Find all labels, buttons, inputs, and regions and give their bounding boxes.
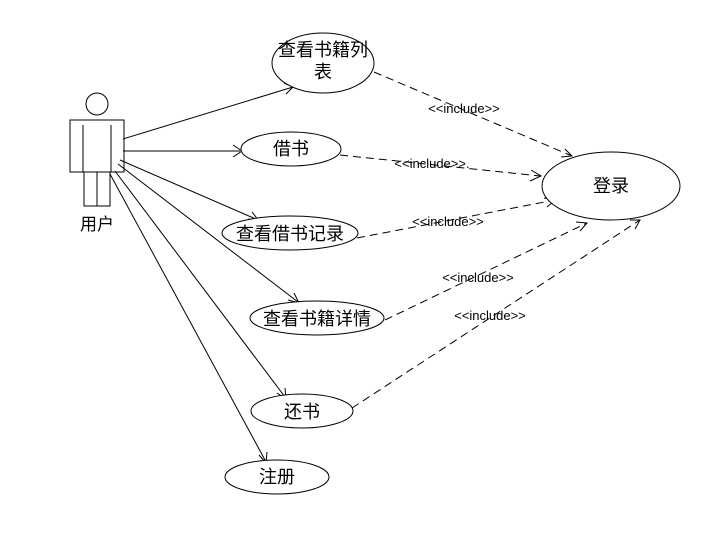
use-case-label: 还书 — [284, 402, 320, 423]
actor-user: 用户 — [69, 92, 125, 235]
include-line-5 — [351, 219, 641, 409]
use-case-return-book[interactable]: 还书 — [250, 393, 354, 429]
use-case-login[interactable]: 登录 — [541, 151, 681, 221]
use-case-view-borrow-records[interactable]: 查看借书记录 — [221, 215, 359, 251]
include-lines — [339, 71, 641, 409]
use-case-register[interactable]: 注册 — [224, 459, 330, 495]
assoc-return-book — [114, 170, 286, 398]
use-case-label: 注册 — [259, 467, 295, 488]
actor-label: 用户 — [80, 215, 114, 235]
include-label-4: <<include>> — [442, 270, 514, 285]
assoc-view-book-list — [122, 86, 294, 140]
assoc-view-book-details — [117, 163, 299, 303]
use-case-label: 查看书籍列 — [278, 40, 368, 61]
include-line-2 — [339, 154, 541, 177]
include-line-1 — [373, 71, 573, 157]
include-label-3: <<include>> — [412, 214, 484, 229]
include-labels: <<include>> <<include>>. <<include>> <<i… — [394, 101, 525, 323]
use-case-label: 借书 — [273, 139, 309, 160]
assoc-register — [109, 173, 266, 461]
use-case-borrow-book[interactable]: 借书 — [240, 131, 342, 167]
include-line-4 — [384, 222, 588, 321]
include-label-5: <<include>> — [454, 308, 526, 323]
actor-head — [85, 92, 109, 116]
include-line-3 — [356, 199, 556, 239]
use-case-label: 查看借书记录 — [236, 224, 344, 245]
actor-body — [69, 119, 125, 173]
use-case-label: 表 — [314, 62, 332, 83]
assoc-view-borrow-records — [119, 159, 259, 221]
login-label: 登录 — [593, 176, 629, 197]
use-case-label: 查看书籍详情 — [263, 309, 371, 330]
include-label-1: <<include>> — [428, 101, 500, 116]
use-case-view-book-details[interactable]: 查看书籍详情 — [249, 300, 385, 336]
include-label-2: <<include>>. — [394, 156, 469, 171]
use-case-view-book-list[interactable]: 查看书籍列 表 — [271, 32, 375, 94]
